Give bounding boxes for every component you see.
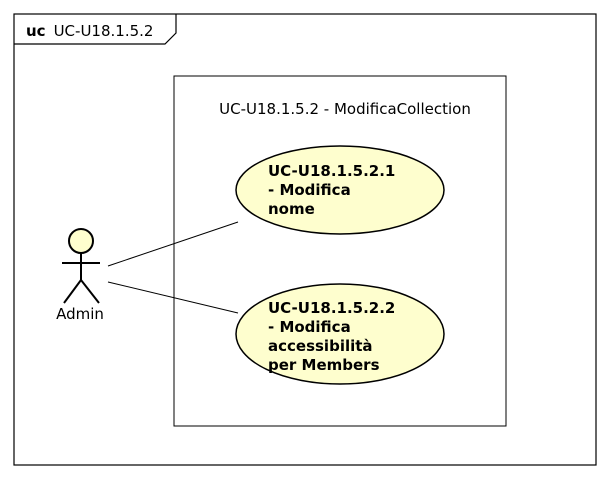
use-case-line: accessibilità: [268, 337, 373, 355]
association-line-2: [107, 281, 239, 314]
use-case-line: per Members: [268, 356, 380, 374]
frame-keyword: uc: [26, 22, 46, 40]
use-case-ellipse: [235, 283, 445, 385]
association-line-1: [107, 221, 239, 267]
use-case-2: UC-U18.1.5.2.2 - Modifica accessibilità …: [235, 283, 445, 385]
actor-admin: Admin: [56, 228, 104, 323]
use-case-line: - Modifica: [268, 318, 351, 336]
diagram-frame: uc UC-U18.1.5.2: [13, 13, 597, 466]
system-boundary-box: [173, 75, 507, 427]
use-case-line: UC-U18.1.5.2.1: [268, 162, 395, 180]
actor-name: Admin: [56, 305, 104, 323]
use-case-label: UC-U18.1.5.2.1 - Modifica nome: [268, 162, 401, 218]
system-title: UC-U18.1.5.2 - ModificaCollection: [219, 100, 471, 118]
use-case-line: nome: [268, 200, 315, 218]
use-case-label: UC-U18.1.5.2.2 - Modifica accessibilità …: [268, 299, 401, 374]
use-case-ellipse: [235, 145, 445, 235]
system-boundary: UC-U18.1.5.2 - ModificaCollection: [173, 75, 507, 427]
use-case-line: - Modifica: [268, 181, 351, 199]
frame-border: [13, 13, 597, 466]
use-case-1: UC-U18.1.5.2.1 - Modifica nome: [235, 145, 445, 235]
use-case-line: UC-U18.1.5.2.2: [268, 299, 395, 317]
frame-name: UC-U18.1.5.2: [54, 22, 154, 40]
frame-label: uc UC-U18.1.5.2: [26, 22, 153, 40]
actor-stick-figure-icon: [62, 228, 100, 304]
frame-tab: [14, 14, 177, 45]
